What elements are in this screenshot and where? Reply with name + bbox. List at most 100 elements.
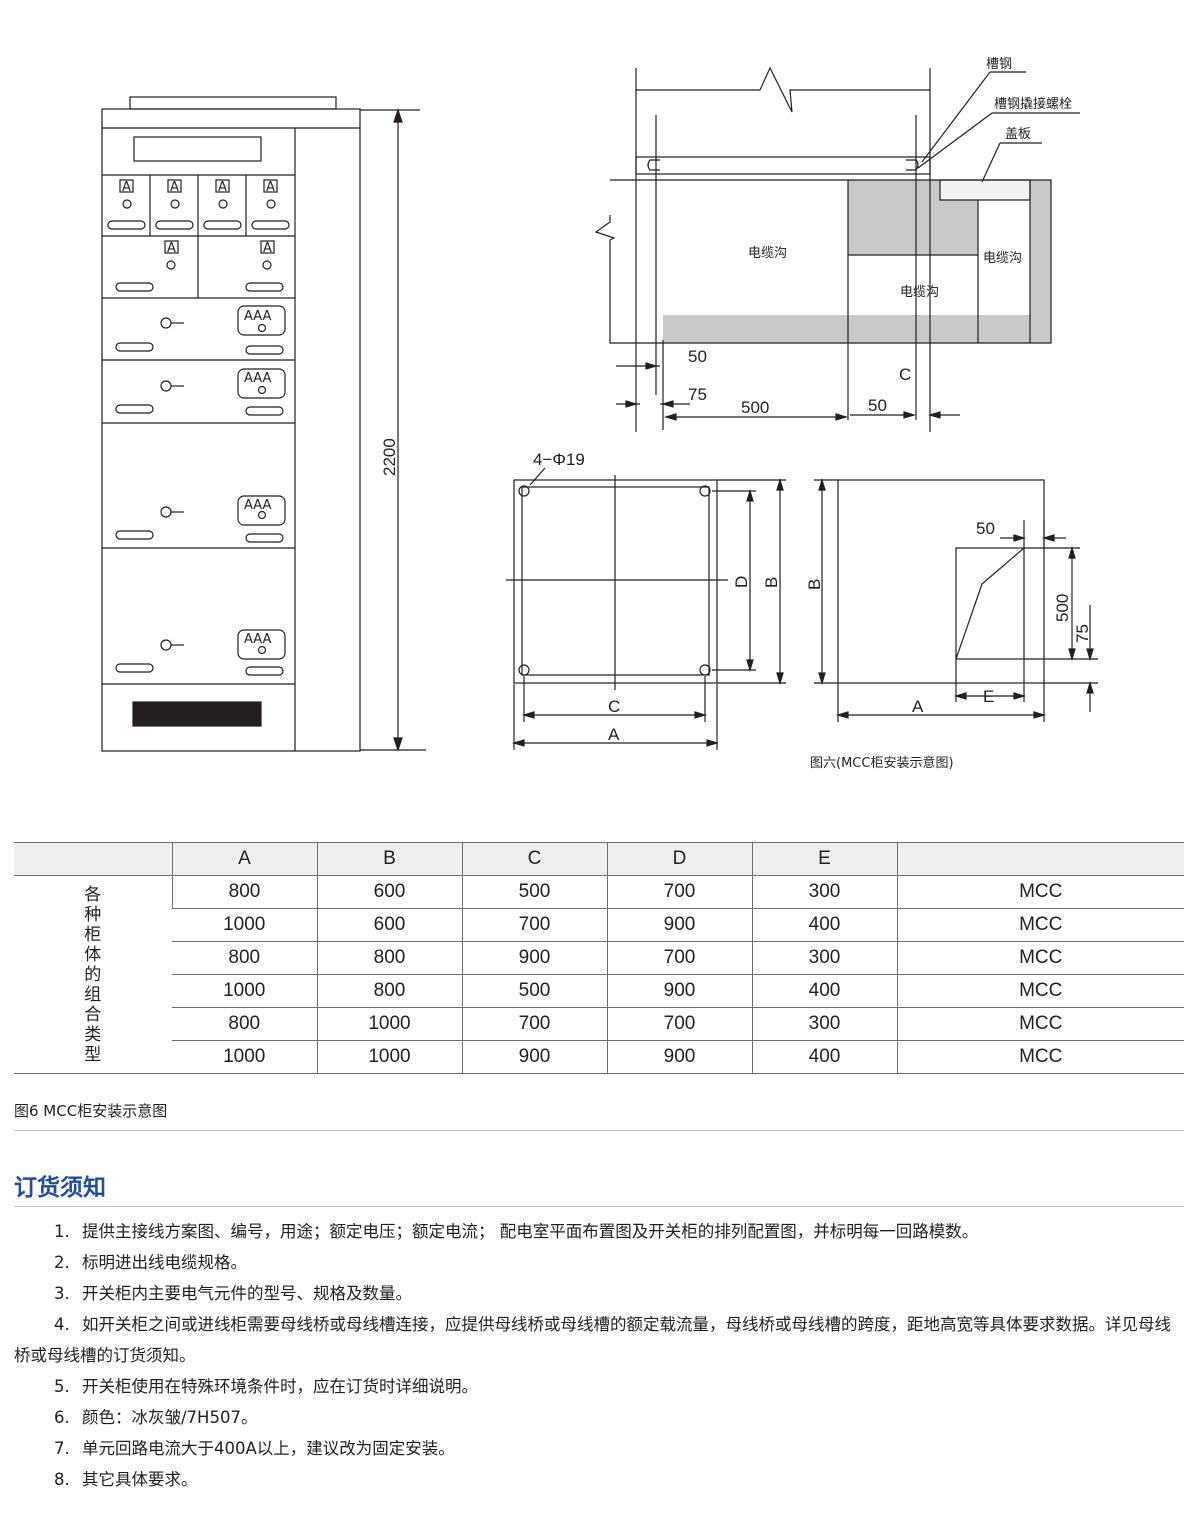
table-cell: 700	[606, 1007, 752, 1041]
table-cell: 700	[461, 1007, 607, 1041]
table-row: 1000 800 500 900 400 MCC	[14, 974, 1184, 1008]
list-item-text: 开关柜使用在特殊环境条件时，应在订货时详细说明。	[82, 1377, 478, 1396]
base-plan-view	[506, 467, 786, 750]
table-cell: 900	[606, 908, 752, 942]
divider	[14, 1130, 1184, 1131]
cable-trench-label: 电缆沟	[900, 284, 939, 300]
table-cell: 300	[751, 1007, 897, 1041]
list-item-text: 其它具体要求。	[82, 1470, 198, 1489]
table-row: 1000 600 700 900 400 MCC	[14, 908, 1184, 942]
dim-b-label: B	[805, 579, 824, 590]
table-header: B	[316, 842, 462, 876]
list-item-number: 1.	[54, 1222, 70, 1241]
figure-six-caption: 图六(MCC柜安装示意图)	[810, 755, 954, 771]
dim-c-label: C	[608, 697, 620, 716]
section-title: 订货须知	[14, 1175, 106, 1201]
table-row: 800 1000 700 700 300 MCC	[14, 1007, 1184, 1041]
row-group-label: 各种柜体的组合类型	[14, 875, 172, 1074]
meter-label: A	[122, 180, 131, 195]
list-item: 3.开关柜内主要电气元件的型号、规格及数量。	[14, 1278, 1186, 1309]
divider	[14, 1206, 1184, 1207]
table-cell: 700	[606, 875, 752, 909]
list-item: 7.单元回路电流大于400A以上，建议改为固定安装。	[14, 1433, 1186, 1464]
list-item-number: 3.	[54, 1284, 70, 1303]
table-cell: 900	[606, 974, 752, 1008]
table-cell: 1000	[172, 974, 317, 1008]
table-cell: MCC	[896, 1040, 1184, 1074]
table-cell: MCC	[896, 974, 1184, 1008]
dim-d-label: D	[732, 576, 751, 588]
holes-label: 4−Φ19	[533, 450, 585, 469]
row-group-label-text: 各种柜体的组合类型	[84, 884, 102, 1065]
table-cell: 800	[172, 1007, 317, 1041]
dim-e-label: E	[983, 687, 994, 706]
list-item-text: 单元回路电流大于400A以上，建议改为固定安装。	[82, 1439, 455, 1458]
table-cell: 900	[461, 941, 607, 975]
list-item: 8.其它具体要求。	[14, 1464, 1186, 1495]
meter-label: A	[170, 180, 179, 195]
table-header: A	[171, 842, 317, 876]
list-item-number: 2.	[54, 1253, 70, 1272]
channel-steel-label: 槽钢	[986, 57, 1012, 72]
list-item-text: 如开关柜之间或进线柜需要母线桥或母线槽连接，应提供母线桥或母线槽的额定载流量，母…	[14, 1315, 1171, 1365]
table-cell: 800	[172, 941, 317, 975]
list-item: 6. 颜色：冰灰皱/7H507。	[14, 1402, 1186, 1433]
dim-75-label: 75	[688, 385, 707, 404]
dim-50-label: 50	[868, 396, 887, 415]
table-cell: 300	[751, 875, 897, 909]
table-cell: 700	[606, 941, 752, 975]
list-item: 2. 标明进出线电缆规格。	[14, 1247, 1186, 1278]
table-cell: 600	[316, 908, 462, 942]
cabinet-front-view	[101, 96, 426, 752]
table-row: 1000 1000 900 900 400 MCC	[14, 1040, 1184, 1074]
table-cell: 600	[316, 875, 462, 909]
list-item-text: 标明进出线电缆规格。	[82, 1253, 247, 1272]
table-header: D	[606, 842, 752, 876]
opening-view	[814, 477, 1098, 722]
table-cell: 500	[461, 974, 607, 1008]
dim-75-label: 75	[1073, 624, 1092, 643]
height-dimension: 2200	[380, 438, 399, 476]
list-item-number: 5.	[54, 1377, 70, 1396]
meter-label: A	[218, 180, 227, 195]
table-cell: 400	[751, 974, 897, 1008]
table-header	[14, 842, 172, 876]
table-cell: MCC	[896, 908, 1184, 942]
dim-a-label: A	[912, 697, 924, 716]
cable-trench-label: 电缆沟	[983, 250, 1022, 266]
list-item: 5. 开关柜使用在特殊环境条件时，应在订货时详细说明。	[14, 1371, 1186, 1402]
table-row: 各种柜体的组合类型 800 600 500 700 300 MCC	[14, 875, 1184, 1074]
list-item-text: 提供主接线方案图、编号，用途；额定电压；额定电流； 配电室平面布置图及开关柜的排…	[82, 1222, 979, 1241]
dimension-table: A B C D E 各种柜体的组合类型 800 600 500 700 300 …	[14, 842, 1184, 1074]
table-cell: 400	[751, 1040, 897, 1074]
table-row: 800 800 900 700 300 MCC	[14, 941, 1184, 975]
list-item: 4.如开关柜之间或进线柜需要母线桥或母线槽连接，应提供母线桥或母线槽的额定载流量…	[14, 1309, 1186, 1371]
table-cell: 900	[606, 1040, 752, 1074]
meter-triple-label: AAA	[244, 498, 272, 513]
order-notes-list: 1. 提供主接线方案图、编号，用途；额定电压；额定电流； 配电室平面布置图及开关柜…	[14, 1216, 1186, 1495]
table-cell: MCC	[896, 1007, 1184, 1041]
table-cell: 1000	[172, 908, 317, 942]
table-cell: 900	[461, 1040, 607, 1074]
list-item-text: 颜色：冰灰皱/7H507。	[82, 1408, 258, 1427]
dim-500-label: 500	[741, 398, 769, 417]
meter-triple-label: AAA	[244, 632, 272, 647]
table-cell: MCC	[896, 941, 1184, 975]
table-cell: 800	[171, 875, 317, 909]
meter-label: A	[266, 180, 275, 195]
list-item: 1. 提供主接线方案图、编号，用途；额定电压；额定电流； 配电室平面布置图及开关柜…	[14, 1216, 1186, 1247]
list-item-number: 6.	[54, 1408, 70, 1427]
table-cell: 300	[751, 941, 897, 975]
table-cell: 800	[316, 941, 462, 975]
table-header	[896, 842, 1184, 876]
figure-caption: 图6 MCC柜安装示意图	[14, 1102, 168, 1120]
table-cell: 500	[461, 875, 607, 909]
table-header-row: A B C D E	[14, 842, 1184, 876]
section-view	[594, 66, 1080, 432]
list-item-number: 4.	[54, 1315, 70, 1334]
table-cell: 1000	[172, 1040, 317, 1074]
installation-drawings: A A A A A A AAA AAA AAA AAA 2200 槽钢 槽钢撬接…	[101, 57, 1098, 771]
dim-b-label: B	[762, 577, 781, 588]
table-cell: 1000	[316, 1040, 462, 1074]
dim-c-label: C	[899, 365, 911, 384]
